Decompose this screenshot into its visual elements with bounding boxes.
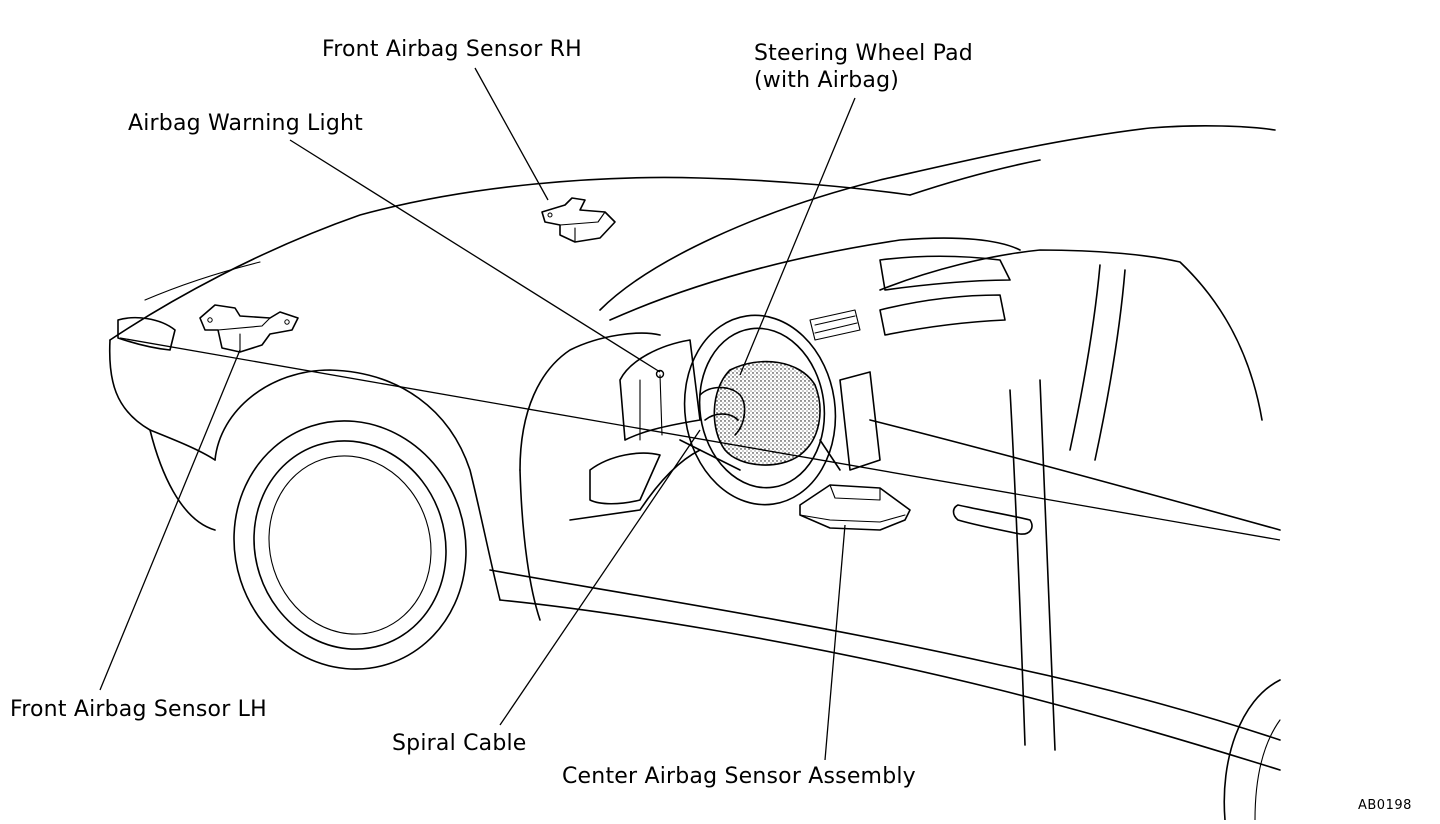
label-airbag-warning-light: Airbag Warning Light	[128, 111, 363, 136]
steering-wheel-pad-airbag	[713, 360, 821, 466]
front-airbag-sensor-rh-part	[541, 197, 616, 243]
label-center-airbag-sensor: Center Airbag Sensor Assembly	[562, 764, 916, 789]
steering-wheel	[679, 314, 841, 506]
figure-code: AB0198	[1358, 798, 1412, 813]
leader-lines	[99, 67, 1281, 761]
car-body	[108, 125, 1281, 821]
label-steering-wheel-pad-note: (with Airbag)	[754, 68, 900, 93]
label-steering-wheel-pad: Steering Wheel Pad	[754, 41, 973, 66]
label-front-airbag-sensor-rh: Front Airbag Sensor RH	[322, 37, 582, 62]
front-wheel	[233, 420, 467, 670]
center-airbag-sensor-part	[799, 484, 911, 531]
front-airbag-sensor-lh-part	[199, 304, 299, 353]
label-spiral-cable: Spiral Cable	[392, 731, 527, 756]
label-front-airbag-sensor-lh: Front Airbag Sensor LH	[10, 697, 267, 722]
